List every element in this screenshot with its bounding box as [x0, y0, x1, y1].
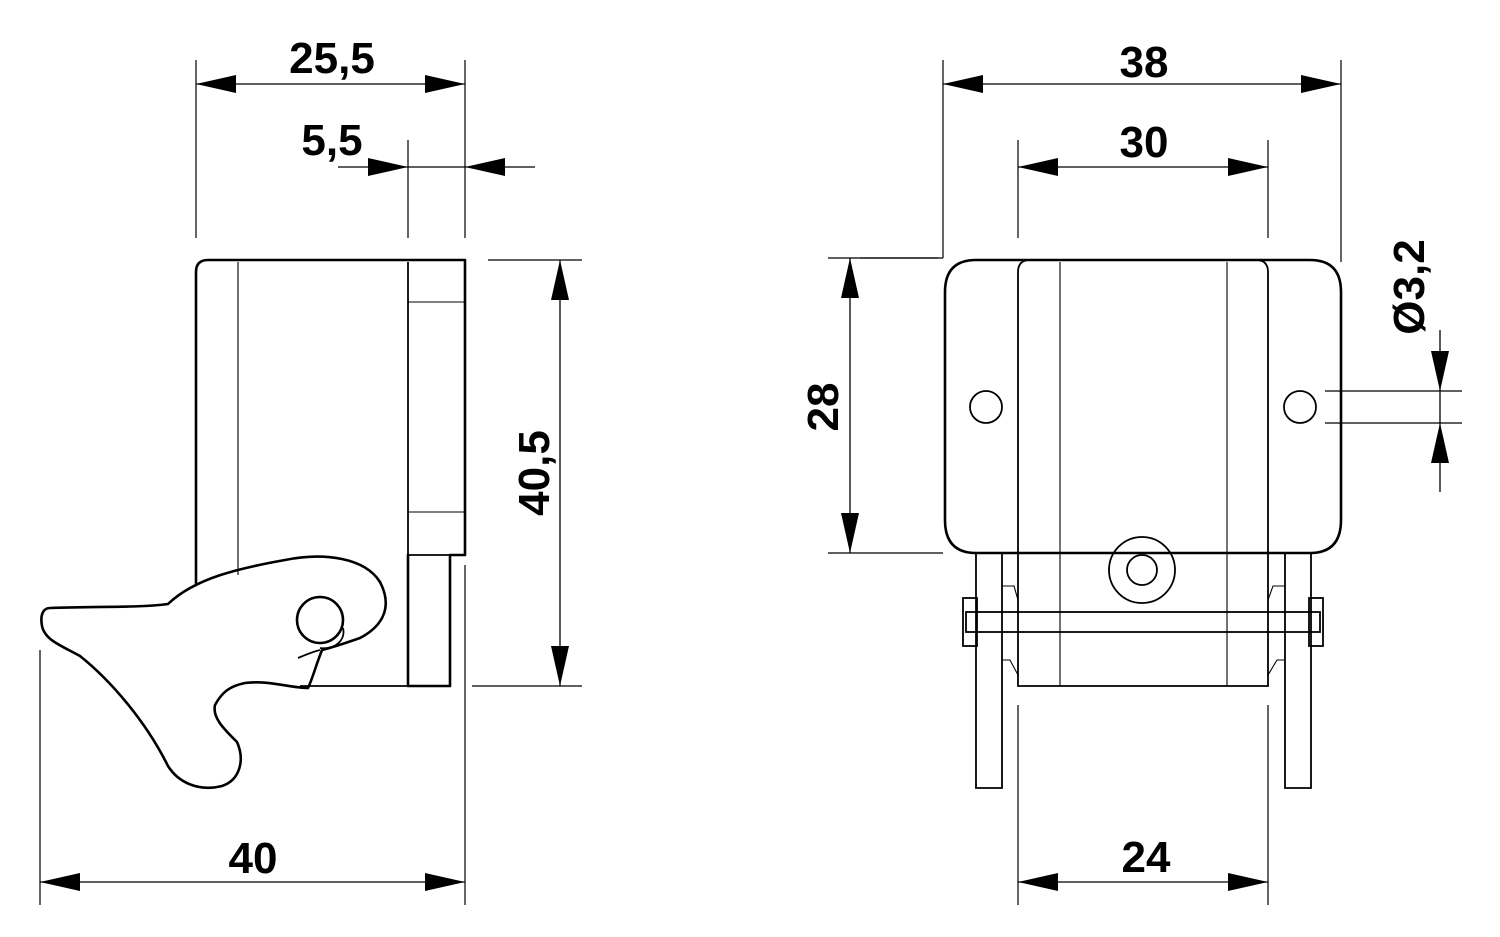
lever-leg-right [1284, 553, 1312, 789]
dim-height: 28 [799, 257, 943, 554]
dim-label: 28 [799, 383, 848, 432]
dim-overall-width: 38 [860, 38, 1342, 262]
lever-crossbar [965, 611, 1321, 633]
side-view: 25,5 5,5 40,5 40 [39, 34, 582, 905]
mounting-hole-right [1283, 390, 1317, 424]
pivot-boss-outer [1108, 536, 1176, 604]
pivot-boss-inner [1126, 554, 1158, 586]
dim-length-with-lever: 40 [39, 565, 466, 905]
dim-label: 25,5 [289, 34, 375, 83]
dim-label: 40,5 [510, 430, 559, 516]
lever-pivot-collar [319, 627, 345, 650]
dim-label: 30 [1120, 118, 1169, 167]
dim-label: 40 [229, 834, 278, 883]
dim-label: 5,5 [301, 116, 362, 165]
lever-pivot-pin [295, 595, 345, 645]
dim-label: Ø3,2 [1385, 239, 1434, 334]
side-housing-outline [194, 258, 467, 688]
front-lower-body [1017, 553, 1269, 687]
dim-height: 40,5 [472, 259, 582, 687]
lever-crossbar-end-right [1308, 597, 1324, 647]
dim-offset: 5,5 [301, 116, 535, 238]
front-view: 38 30 Ø3,2 28 [799, 38, 1462, 905]
front-flange-plate [943, 258, 1343, 555]
dim-body-width: 30 [1017, 118, 1269, 238]
dim-label: 24 [1122, 833, 1171, 882]
lever-cam-notch [297, 649, 321, 659]
dim-hole-diameter: Ø3,2 [1325, 239, 1462, 492]
mounting-hole-left [969, 390, 1003, 424]
lever-leg-left [975, 553, 1003, 789]
lever-leg-inner-left [1002, 585, 1019, 676]
dim-label: 38 [1120, 38, 1169, 87]
locking-lever [40, 555, 388, 790]
dim-base-width: 24 [1017, 705, 1269, 905]
lever-leg-inner-right [1267, 585, 1285, 676]
lever-crossbar-end-left [962, 597, 978, 647]
front-center-body [1017, 259, 1269, 553]
dim-overall-depth: 25,5 [195, 34, 466, 238]
